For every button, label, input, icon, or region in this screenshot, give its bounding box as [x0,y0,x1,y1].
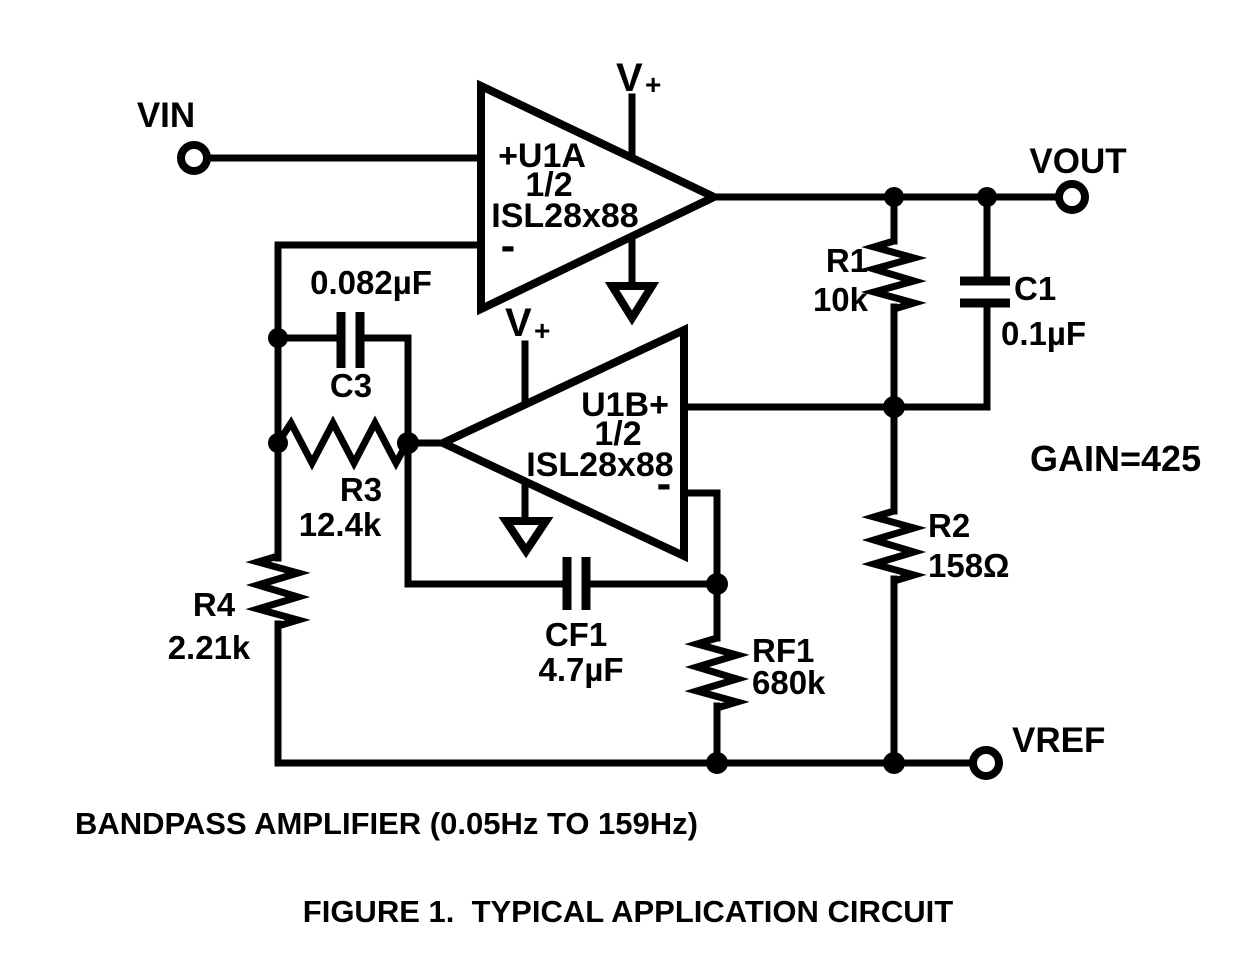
gain-note: GAIN=425 [1030,438,1201,479]
r1-ref-label: R1 [826,242,868,279]
junction-dot [884,187,904,207]
junction-dot [268,328,288,348]
ground-icon-u1b [498,517,554,559]
u1a-minus-marker: - [501,221,516,270]
figure-caption: FIGURE 1. TYPICAL APPLICATION CIRCUIT [303,894,954,929]
r3-value-label: 12.4k [299,506,382,543]
r4-value-label: 2.21k [168,629,251,666]
opamp-u1a: +U1A 1/2 ISL28x88 - V + [477,56,724,316]
c3-value-label: 0.082µF [310,264,432,301]
junction-dot [883,396,905,418]
opamp-u1b-body [433,323,688,563]
junction-dot [268,433,288,453]
opamp-u1a-body [477,79,724,316]
c1-value-label: 0.1µF [1001,315,1086,352]
vref-label: VREF [1012,721,1105,760]
cf1-ref-label: CF1 [545,616,607,653]
resistor-r4 [245,552,311,630]
u1b-half-label: 1/2 [594,415,641,453]
u1b-designator-label: U1B+ [581,386,669,424]
r1-value-label: 10k [813,281,869,318]
junction-dot [706,752,728,774]
u1b-minus-marker: - [657,459,672,508]
rf1-ref-label: RF1 [752,632,814,669]
c3-ref-label: C3 [330,367,372,404]
junction-dot [883,752,905,774]
resistor-r1 [860,237,928,313]
capacitors [336,276,1010,610]
resistors [245,237,928,712]
u1a-designator-label: +U1A [498,137,586,175]
vref-terminal [969,746,1003,780]
opamp-u1b: U1B+ 1/2 ISL28x88 - V + [433,301,688,563]
r2-value-label: 158Ω [928,547,1010,584]
u1a-supply-label: V [616,56,643,100]
rf1-value-label: 680k [752,664,826,701]
u1a-part-label: ISL28x88 [491,197,638,235]
junction-dot [706,573,728,595]
r2-ref-label: R2 [928,507,970,544]
cf1-value-label: 4.7µF [538,651,623,688]
u1b-part-label: ISL28x88 [526,446,673,484]
u1b-supply-label: V [505,301,532,345]
resistor-rf1 [684,634,750,712]
u1b-supply-plus: + [534,315,550,346]
junction-dots [268,187,997,774]
u1a-half-label: 1/2 [525,166,572,204]
vin-label: VIN [137,96,195,135]
u1a-supply-plus: + [645,69,661,100]
vin-terminal [177,141,211,175]
vout-terminal [1055,180,1089,214]
r4-ref-label: R4 [193,586,236,623]
resistor-r3 [275,415,411,471]
junction-dot [977,187,997,207]
ground-icon-u1a [604,282,660,326]
labels: VIN VOUT VREF GAIN=425 R1 10k C1 0.1µF R… [75,96,1201,929]
vout-label: VOUT [1029,142,1126,181]
junction-dot [397,432,419,454]
resistor-r2 [861,507,927,585]
c1-ref-label: C1 [1014,270,1056,307]
r3-ref-label: R3 [340,471,382,508]
circuit-subtitle: BANDPASS AMPLIFIER (0.05Hz TO 159Hz) [75,806,698,841]
